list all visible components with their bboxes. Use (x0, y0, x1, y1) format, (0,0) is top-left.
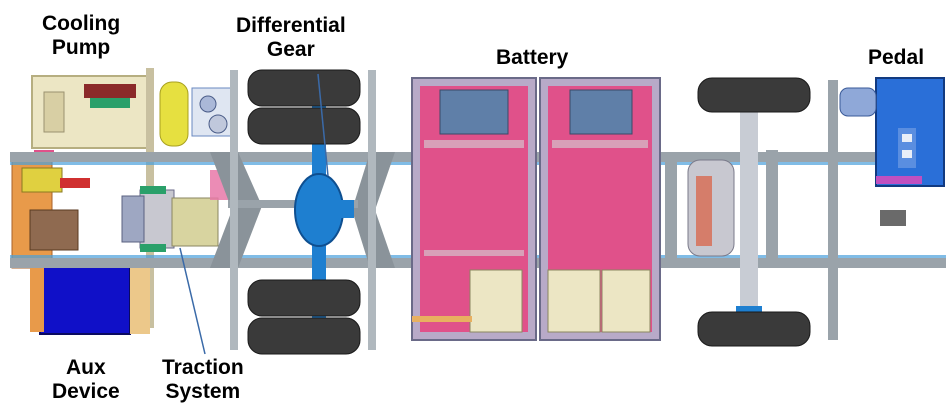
traction-system-module (121, 170, 230, 252)
pedal-module (839, 77, 945, 226)
traction-system-label-line1: Traction (162, 356, 244, 379)
front-axle (687, 100, 778, 316)
differential-gear-label-line2: Gear (266, 38, 315, 61)
differential-gear-label-line1: Differential (236, 14, 346, 37)
aux-device-label-line2: Device (52, 380, 120, 403)
cooling-pump-label: Cooling Pump (42, 12, 120, 60)
battery-label: Battery (496, 46, 568, 70)
aux-device-label: Aux Device (52, 356, 120, 404)
aux-device-module (11, 150, 150, 335)
yellow-tank (159, 81, 189, 147)
aux-device-label-line1: Aux (66, 356, 106, 379)
battery-pack-left (411, 77, 537, 341)
battery-pack-right (539, 77, 661, 341)
cooling-pump-label-line2: Pump (51, 36, 111, 59)
battery-label-line1: Battery (496, 46, 569, 69)
traction-system-label-line2: System (165, 380, 241, 403)
front-tires (697, 77, 811, 347)
pedal-label: Pedal (868, 46, 924, 70)
cooling-pump-label-line1: Cooling (42, 12, 121, 35)
pedal-label-line1: Pedal (868, 46, 925, 69)
pump-assembly (191, 87, 235, 137)
rear-tires (247, 69, 361, 355)
differential-gear-label: Differential Gear (236, 14, 346, 62)
traction-system-label: Traction System (162, 356, 244, 404)
